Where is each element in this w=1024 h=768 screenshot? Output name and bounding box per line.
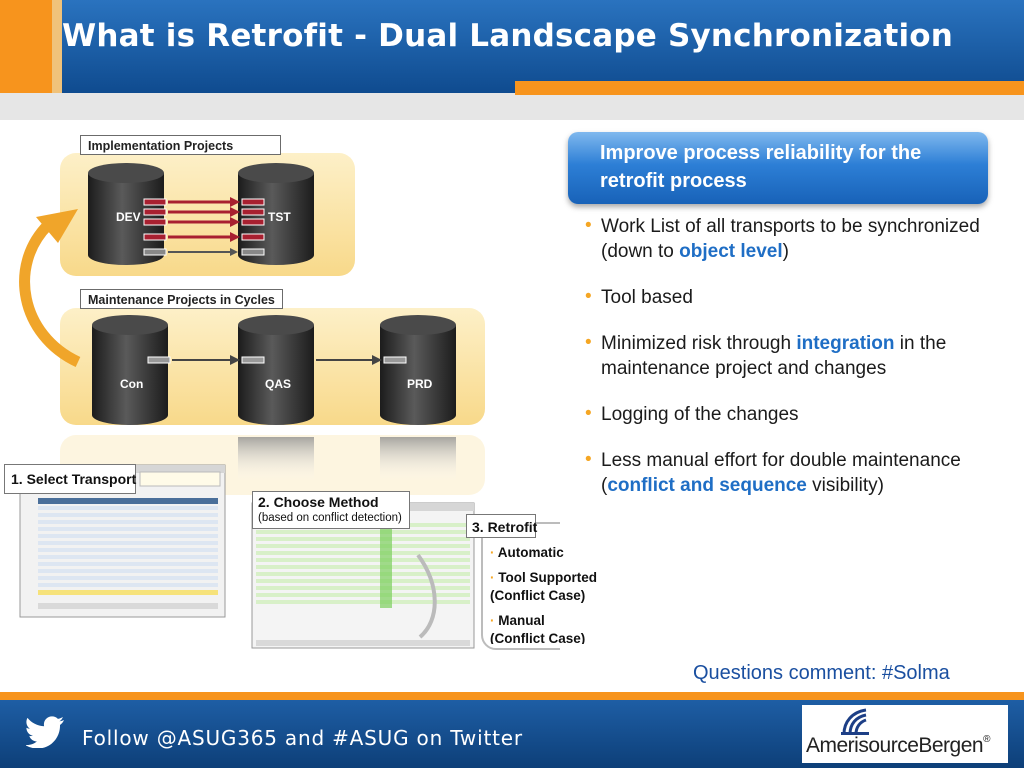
step-retrofit: 3. Retrofit bbox=[466, 514, 537, 538]
option-automatic: Automatic bbox=[497, 545, 564, 560]
step-choose-method: 2. Choose Method (based on conflict dete… bbox=[252, 491, 410, 529]
con-database bbox=[92, 315, 168, 425]
prd-label: PRD bbox=[407, 377, 433, 391]
qas-database bbox=[238, 315, 314, 425]
retrofit-options-box bbox=[481, 522, 560, 650]
prd-database bbox=[380, 315, 456, 425]
maintenance-projects-label: Maintenance Projects in Cycles bbox=[80, 289, 283, 309]
bullet-item: •Less manual effort for double maintenan… bbox=[585, 449, 961, 496]
maintenance-arrows bbox=[147, 355, 407, 365]
option-manual-sub: (Conflict Case) bbox=[490, 631, 586, 644]
retrofit-options: · Automatic · Tool Supported (Conflict C… bbox=[490, 544, 608, 644]
option-manual: Manual bbox=[498, 613, 545, 628]
bullet-item: •Tool based bbox=[585, 286, 693, 308]
tst-label: TST bbox=[268, 210, 291, 224]
qas-label: QAS bbox=[265, 377, 292, 391]
sync-arrow bbox=[19, 221, 81, 367]
bullet-item: •Work List of all transports to be synch… bbox=[585, 215, 980, 262]
twitter-follow-text: Follow @ASUG365 and #ASUG on Twitter bbox=[82, 726, 523, 750]
dev-label: DEV bbox=[116, 210, 141, 224]
dev-database bbox=[88, 163, 164, 265]
step-select-transport: 1. Select Transport bbox=[4, 464, 136, 494]
bullet-item: •Minimized risk through integration in t… bbox=[585, 332, 947, 379]
retrofit-diagram bbox=[19, 153, 560, 650]
benefits-list: •Work List of all transports to be synch… bbox=[584, 214, 1014, 519]
implementation-projects-label: Implementation Projects bbox=[80, 135, 281, 155]
amerisourcebergen-logo bbox=[802, 705, 1008, 763]
con-label: Con bbox=[120, 377, 144, 391]
logo-mark-icon bbox=[841, 708, 869, 735]
reliability-banner-text: Improve process reliability for the retr… bbox=[600, 142, 922, 192]
step-choose-method-subtitle: (based on conflict detection) bbox=[258, 512, 402, 524]
bullet-item: •Logging of the changes bbox=[585, 403, 799, 425]
slide-title: What is Retrofit - Dual Landscape Synchr… bbox=[62, 18, 954, 54]
logo-trademark: ® bbox=[983, 734, 990, 745]
twitter-bird-icon bbox=[26, 716, 64, 748]
reliability-banner bbox=[568, 132, 988, 204]
transport-arrows-red bbox=[143, 197, 265, 242]
option-tool-supported: Tool Supported bbox=[498, 570, 597, 585]
questions-hashtag: Questions comment: #Solma bbox=[693, 662, 950, 684]
footer-orange-strip bbox=[0, 692, 1024, 700]
step-choose-method-title: 2. Choose Method bbox=[258, 494, 379, 510]
transport-arrow-gray bbox=[143, 248, 265, 256]
logo-wordmark: AmerisourceBergen® bbox=[806, 734, 990, 757]
tst-database bbox=[238, 163, 314, 265]
header-bar bbox=[0, 0, 1024, 120]
option-tool-supported-sub: (Conflict Case) bbox=[490, 588, 586, 603]
